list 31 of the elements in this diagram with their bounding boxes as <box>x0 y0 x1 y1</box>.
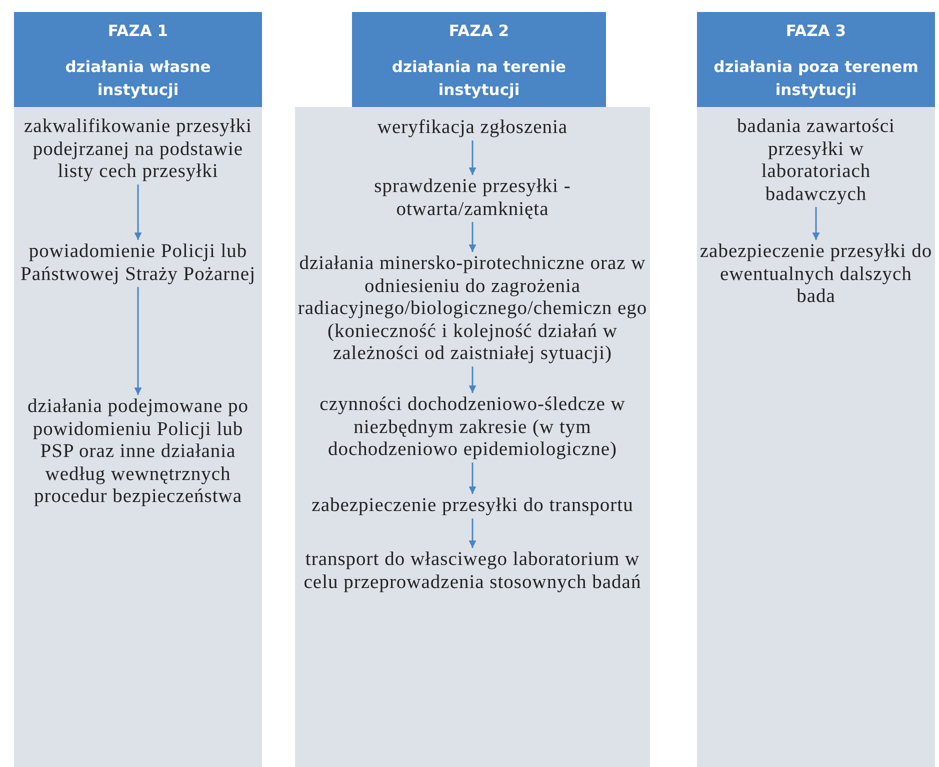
phase-panel <box>14 107 262 767</box>
phase-header <box>697 12 935 107</box>
phase-number: FAZA 1 <box>106 21 170 42</box>
step-text: sprawdzenie przesyłki - otwarta/zamknięta <box>335 176 610 221</box>
arrow <box>468 222 476 252</box>
step-text: zabezpieczenie przesyłki do ewentualnych dalszych bada <box>699 241 933 308</box>
phase-header <box>352 12 606 107</box>
step-text: czynności dochodzeniowo-śledcze w niezbędnym zakresie (w tym dochodzeniowo epidemiologiczne) <box>303 394 642 462</box>
step-text: zakwalifikowanie przesyłki podejrzanej na podstawie listy cech przesyłki <box>18 116 258 184</box>
step-text: działania podejmowane po powidomieniu Policji lub PSP oraz inne działania według wewnętrznych procedur bezpieczeństwa <box>18 396 258 508</box>
step-text: powiadomienie Policji lub Państwowej Straży Pożarnej <box>18 241 258 286</box>
step-text: transport do własciwego laboratorium w celu przeprowadzenia stosownych badań <box>303 549 642 594</box>
arrow <box>468 140 476 175</box>
step-text: działania minersko-pirotechniczne oraz w odniesieniu do zagrożenia radiacyjnego/biologicznego/chemiczn ego (konieczność i kolejność działań w zależności od zaistniałej sytuacji) <box>297 253 648 366</box>
arrow <box>468 462 476 494</box>
phase-header <box>14 12 262 107</box>
phase-title: działania na terenie instytucji <box>390 57 568 101</box>
step-text: badania zawartości przesyłki w laboratoriach badawczych <box>725 116 907 206</box>
step-text: zabezpieczenie przesyłki do transportu <box>297 495 648 518</box>
arrow <box>812 207 820 240</box>
phase-number: FAZA 3 <box>784 21 848 42</box>
phase-number: FAZA 2 <box>448 21 510 42</box>
arrow <box>134 287 142 395</box>
arrow <box>468 366 476 393</box>
phase-title: działania własne instytucji <box>64 57 212 101</box>
arrow <box>468 518 476 548</box>
phase-panel <box>697 107 935 767</box>
phase-panel <box>295 107 650 767</box>
step-text: weryfikacja zgłoszenia <box>305 117 640 140</box>
phase-title: działania poza terenem instytucji <box>712 57 920 101</box>
arrow <box>134 184 142 240</box>
